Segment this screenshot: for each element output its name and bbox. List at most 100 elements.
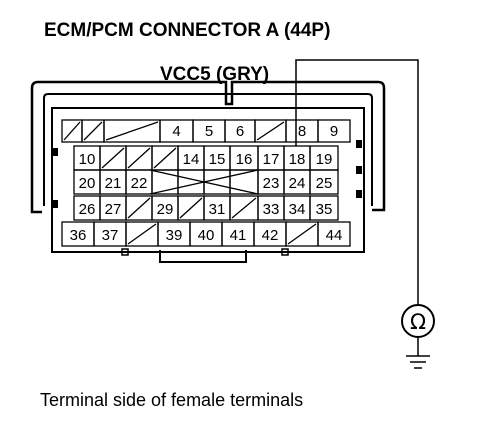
terminal-22: 22 <box>125 169 153 195</box>
connector-housing <box>30 80 386 263</box>
terminal-blank <box>254 119 287 143</box>
terminal-34: 34 <box>283 195 311 221</box>
terminal-8: 8 <box>285 119 319 143</box>
terminal-blank <box>203 169 231 195</box>
bottom-peg-left <box>121 248 129 256</box>
terminal-cell <box>317 119 351 143</box>
unused-slash <box>179 197 203 219</box>
terminal-blank <box>285 221 319 247</box>
terminal-36: 36 <box>61 221 95 247</box>
unused-slash <box>287 223 317 245</box>
terminal-label: 17 <box>263 151 280 168</box>
terminal-label: 4 <box>172 123 180 140</box>
connector-title: ECM/PCM CONNECTOR A (44P) <box>44 20 330 41</box>
terminal-29: 29 <box>151 195 179 221</box>
terminal-cell <box>309 169 339 195</box>
terminal-4: 4 <box>159 119 194 143</box>
unused-slash <box>231 197 257 219</box>
terminal-26: 26 <box>73 195 101 221</box>
terminal-blank <box>81 119 105 143</box>
terminal-label: 23 <box>263 175 280 192</box>
terminal-label: 37 <box>102 227 119 244</box>
wire-label: VCC5 (GRY) <box>160 64 269 85</box>
terminal-cell <box>203 169 231 195</box>
terminal-blank <box>125 145 153 171</box>
terminal-blank <box>177 169 205 195</box>
terminal-label: 39 <box>166 227 183 244</box>
unused-slash <box>127 223 157 245</box>
terminal-label: 8 <box>298 123 306 140</box>
unused-slash <box>101 147 125 169</box>
terminal-label: 25 <box>316 175 333 192</box>
terminal-21: 21 <box>99 169 127 195</box>
unused-slash <box>256 121 285 141</box>
terminal-18: 18 <box>283 145 311 171</box>
terminal-9: 9 <box>317 119 351 143</box>
probe-wire <box>295 59 419 304</box>
terminal-37: 37 <box>93 221 127 247</box>
unused-slash <box>105 121 159 141</box>
terminal-label: 24 <box>289 175 306 192</box>
terminal-label: 10 <box>79 151 96 168</box>
terminal-15: 15 <box>203 145 231 171</box>
bottom-peg-right <box>281 248 289 256</box>
terminal-label: 33 <box>263 201 280 218</box>
terminal-label: 40 <box>198 227 215 244</box>
terminal-label: 15 <box>209 151 226 168</box>
terminal-label: 14 <box>183 151 200 168</box>
terminal-25: 25 <box>309 169 339 195</box>
terminal-label: 21 <box>105 175 122 192</box>
lock-nub-left-2 <box>52 200 58 208</box>
terminal-33: 33 <box>257 195 285 221</box>
terminal-label: 19 <box>316 151 333 168</box>
terminal-label: 26 <box>79 201 96 218</box>
terminal-label: 27 <box>105 201 122 218</box>
terminal-label: 6 <box>236 123 244 140</box>
terminal-6: 6 <box>224 119 256 143</box>
terminal-41: 41 <box>221 221 255 247</box>
terminal-10: 10 <box>73 145 101 171</box>
terminal-23: 23 <box>257 169 285 195</box>
caption: Terminal side of female terminals <box>40 390 303 410</box>
unused-slash <box>153 147 177 169</box>
terminal-39: 39 <box>157 221 191 247</box>
terminal-19: 19 <box>309 145 339 171</box>
terminal-20: 20 <box>73 169 101 195</box>
terminal-cell <box>177 169 205 195</box>
terminal-blank <box>61 119 83 143</box>
terminal-cell <box>317 221 351 247</box>
terminal-label: 41 <box>230 227 247 244</box>
terminal-44: 44 <box>317 221 351 247</box>
ohm-symbol: Ω <box>410 310 426 334</box>
terminal-blank <box>125 195 153 221</box>
terminal-31: 31 <box>203 195 231 221</box>
unused-slash <box>127 147 151 169</box>
unused-slash <box>83 121 103 141</box>
lock-nub-left-1 <box>52 148 58 156</box>
lock-nub-right-2 <box>356 166 362 174</box>
terminal-label: 36 <box>70 227 87 244</box>
terminal-16: 16 <box>229 145 259 171</box>
terminal-label: 35 <box>316 201 333 218</box>
terminal-cell <box>309 195 339 221</box>
terminal-blank <box>99 145 127 171</box>
terminal-blank <box>229 195 259 221</box>
terminal-label: 34 <box>289 201 306 218</box>
terminal-label: 22 <box>131 175 148 192</box>
lock-nub-right-3 <box>356 190 362 198</box>
terminal-label: 9 <box>330 123 338 140</box>
terminal-blank <box>177 195 205 221</box>
terminal-label: 18 <box>289 151 306 168</box>
ohmmeter-icon: Ω <box>401 304 435 338</box>
terminal-label: 31 <box>209 201 226 218</box>
blank-area-cross <box>149 169 259 195</box>
terminal-blank <box>103 119 161 143</box>
lock-nub-right-1 <box>356 140 362 148</box>
terminal-40: 40 <box>189 221 223 247</box>
terminal-24: 24 <box>283 169 311 195</box>
terminal-blank <box>125 221 159 247</box>
terminal-label: 20 <box>79 175 96 192</box>
unused-slash <box>127 197 151 219</box>
